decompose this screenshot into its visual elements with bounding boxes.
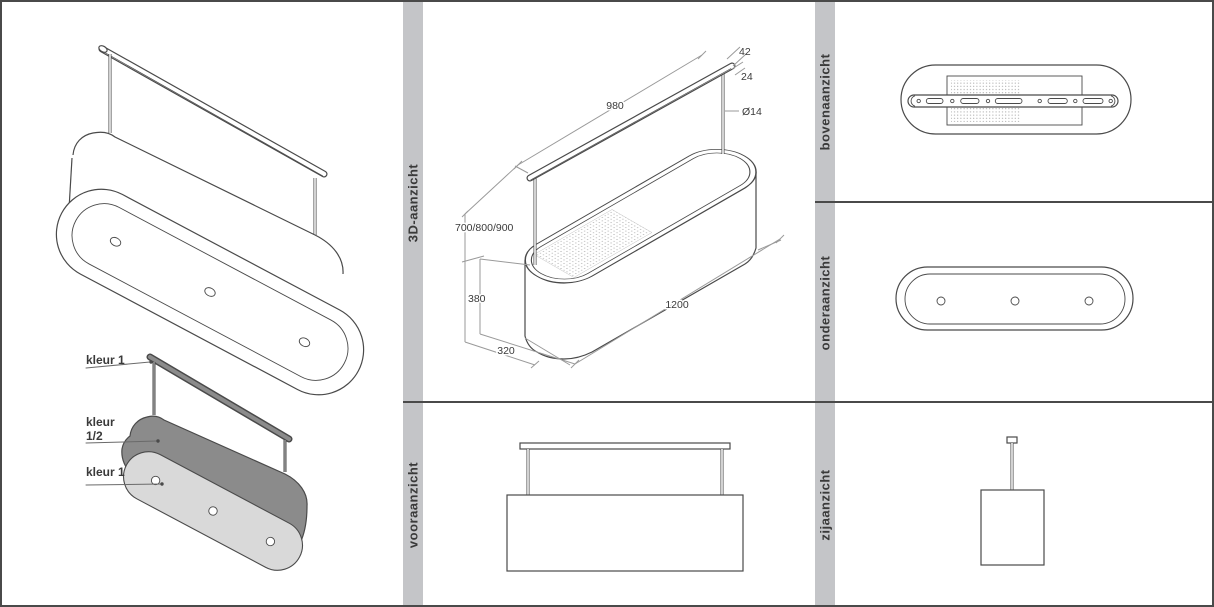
mounting-bar (907, 94, 1119, 108)
mount-hole (265, 536, 276, 547)
section-label-side-view: zijaanzicht (817, 469, 833, 541)
mount-hole (936, 296, 946, 306)
section-bar-middle: 3D-aanzicht vooraanzicht (403, 2, 423, 605)
color-label-bar: kleur 1 (86, 353, 125, 367)
body-outline (895, 266, 1134, 331)
hood-bottom-light (122, 451, 304, 571)
dimension-lines (461, 46, 785, 369)
hood-body (980, 489, 1045, 566)
screw-hole (1037, 98, 1042, 104)
hood-body (506, 494, 744, 572)
slot (960, 98, 980, 104)
dim-bar-length: 980 (606, 100, 624, 112)
horizontal-divider-right (815, 201, 1212, 203)
front-view-drawing (506, 442, 744, 572)
suspension-rods (526, 449, 724, 495)
bar-end-cap (98, 45, 108, 53)
dim-suspension-height: 700/800/900 (455, 222, 514, 234)
section-label-top-view: bovenaanzicht (817, 53, 833, 151)
section-bar-right: bovenaanzicht onderaanzicht zijaanzicht (815, 2, 835, 605)
mount-hole (208, 506, 218, 516)
dim-body-length: 1200 (665, 299, 689, 311)
top-view-drawing (900, 64, 1132, 135)
dimension-labels: 980 42 24 Ø14 700/800/900 380 320 1200 (454, 46, 763, 359)
mount-hole (109, 236, 122, 247)
dim-rod-diameter: Ø14 (742, 106, 762, 118)
3d-view-drawing: 980 42 24 Ø14 700/800/900 380 320 1200 (454, 46, 785, 369)
outline-iso-view (55, 45, 365, 396)
slot (994, 98, 1023, 104)
body-top-face (524, 148, 757, 284)
mount-hole (1010, 296, 1020, 306)
suspension-rods (108, 54, 317, 235)
screw-hole (916, 98, 921, 104)
mount-hole (204, 287, 216, 297)
dim-body-height: 380 (468, 293, 486, 305)
bottom-panel (904, 273, 1126, 325)
dim-body-depth: 320 (497, 345, 515, 357)
ceiling-cap (1006, 436, 1018, 444)
slot (1082, 98, 1104, 104)
section-label-3d-view: 3D-aanzicht (405, 163, 421, 243)
color-label-body-1: kleur (86, 415, 115, 429)
slot (925, 98, 944, 104)
suspension-rods (533, 74, 725, 265)
suspension-bar (519, 442, 731, 450)
suspension-bar (526, 62, 736, 182)
bottom-view-drawing (895, 266, 1134, 331)
screw-hole (1073, 98, 1078, 104)
section-label-bottom-view: onderaanzicht (817, 255, 833, 351)
screw-hole (1108, 98, 1113, 104)
mount-hole (1084, 296, 1094, 306)
color-label-bottom: kleur 1 (86, 465, 125, 479)
dim-bar-width: 42 (739, 46, 751, 58)
screw-hole (985, 98, 991, 104)
mount-hole (298, 337, 311, 348)
side-view-drawing (980, 436, 1045, 566)
horizontal-divider-middle (403, 401, 1212, 403)
suspension-rods-colored (152, 362, 287, 472)
screw-hole (950, 98, 955, 104)
grease-filter-mesh (533, 209, 653, 278)
color-callouts: kleur 1 kleur 1/2 kleur 1 (85, 353, 164, 486)
bottom-face (55, 188, 365, 396)
exploded-views-drawing: kleur 1 kleur 1/2 kleur 1 (55, 45, 365, 571)
colored-iso-view: kleur 1 kleur 1/2 kleur 1 (85, 353, 308, 571)
slot (1047, 98, 1068, 104)
section-label-front-view: vooraanzicht (405, 461, 421, 549)
dim-bar-thickness: 24 (741, 71, 753, 83)
color-label-body-2: 1/2 (86, 429, 103, 443)
